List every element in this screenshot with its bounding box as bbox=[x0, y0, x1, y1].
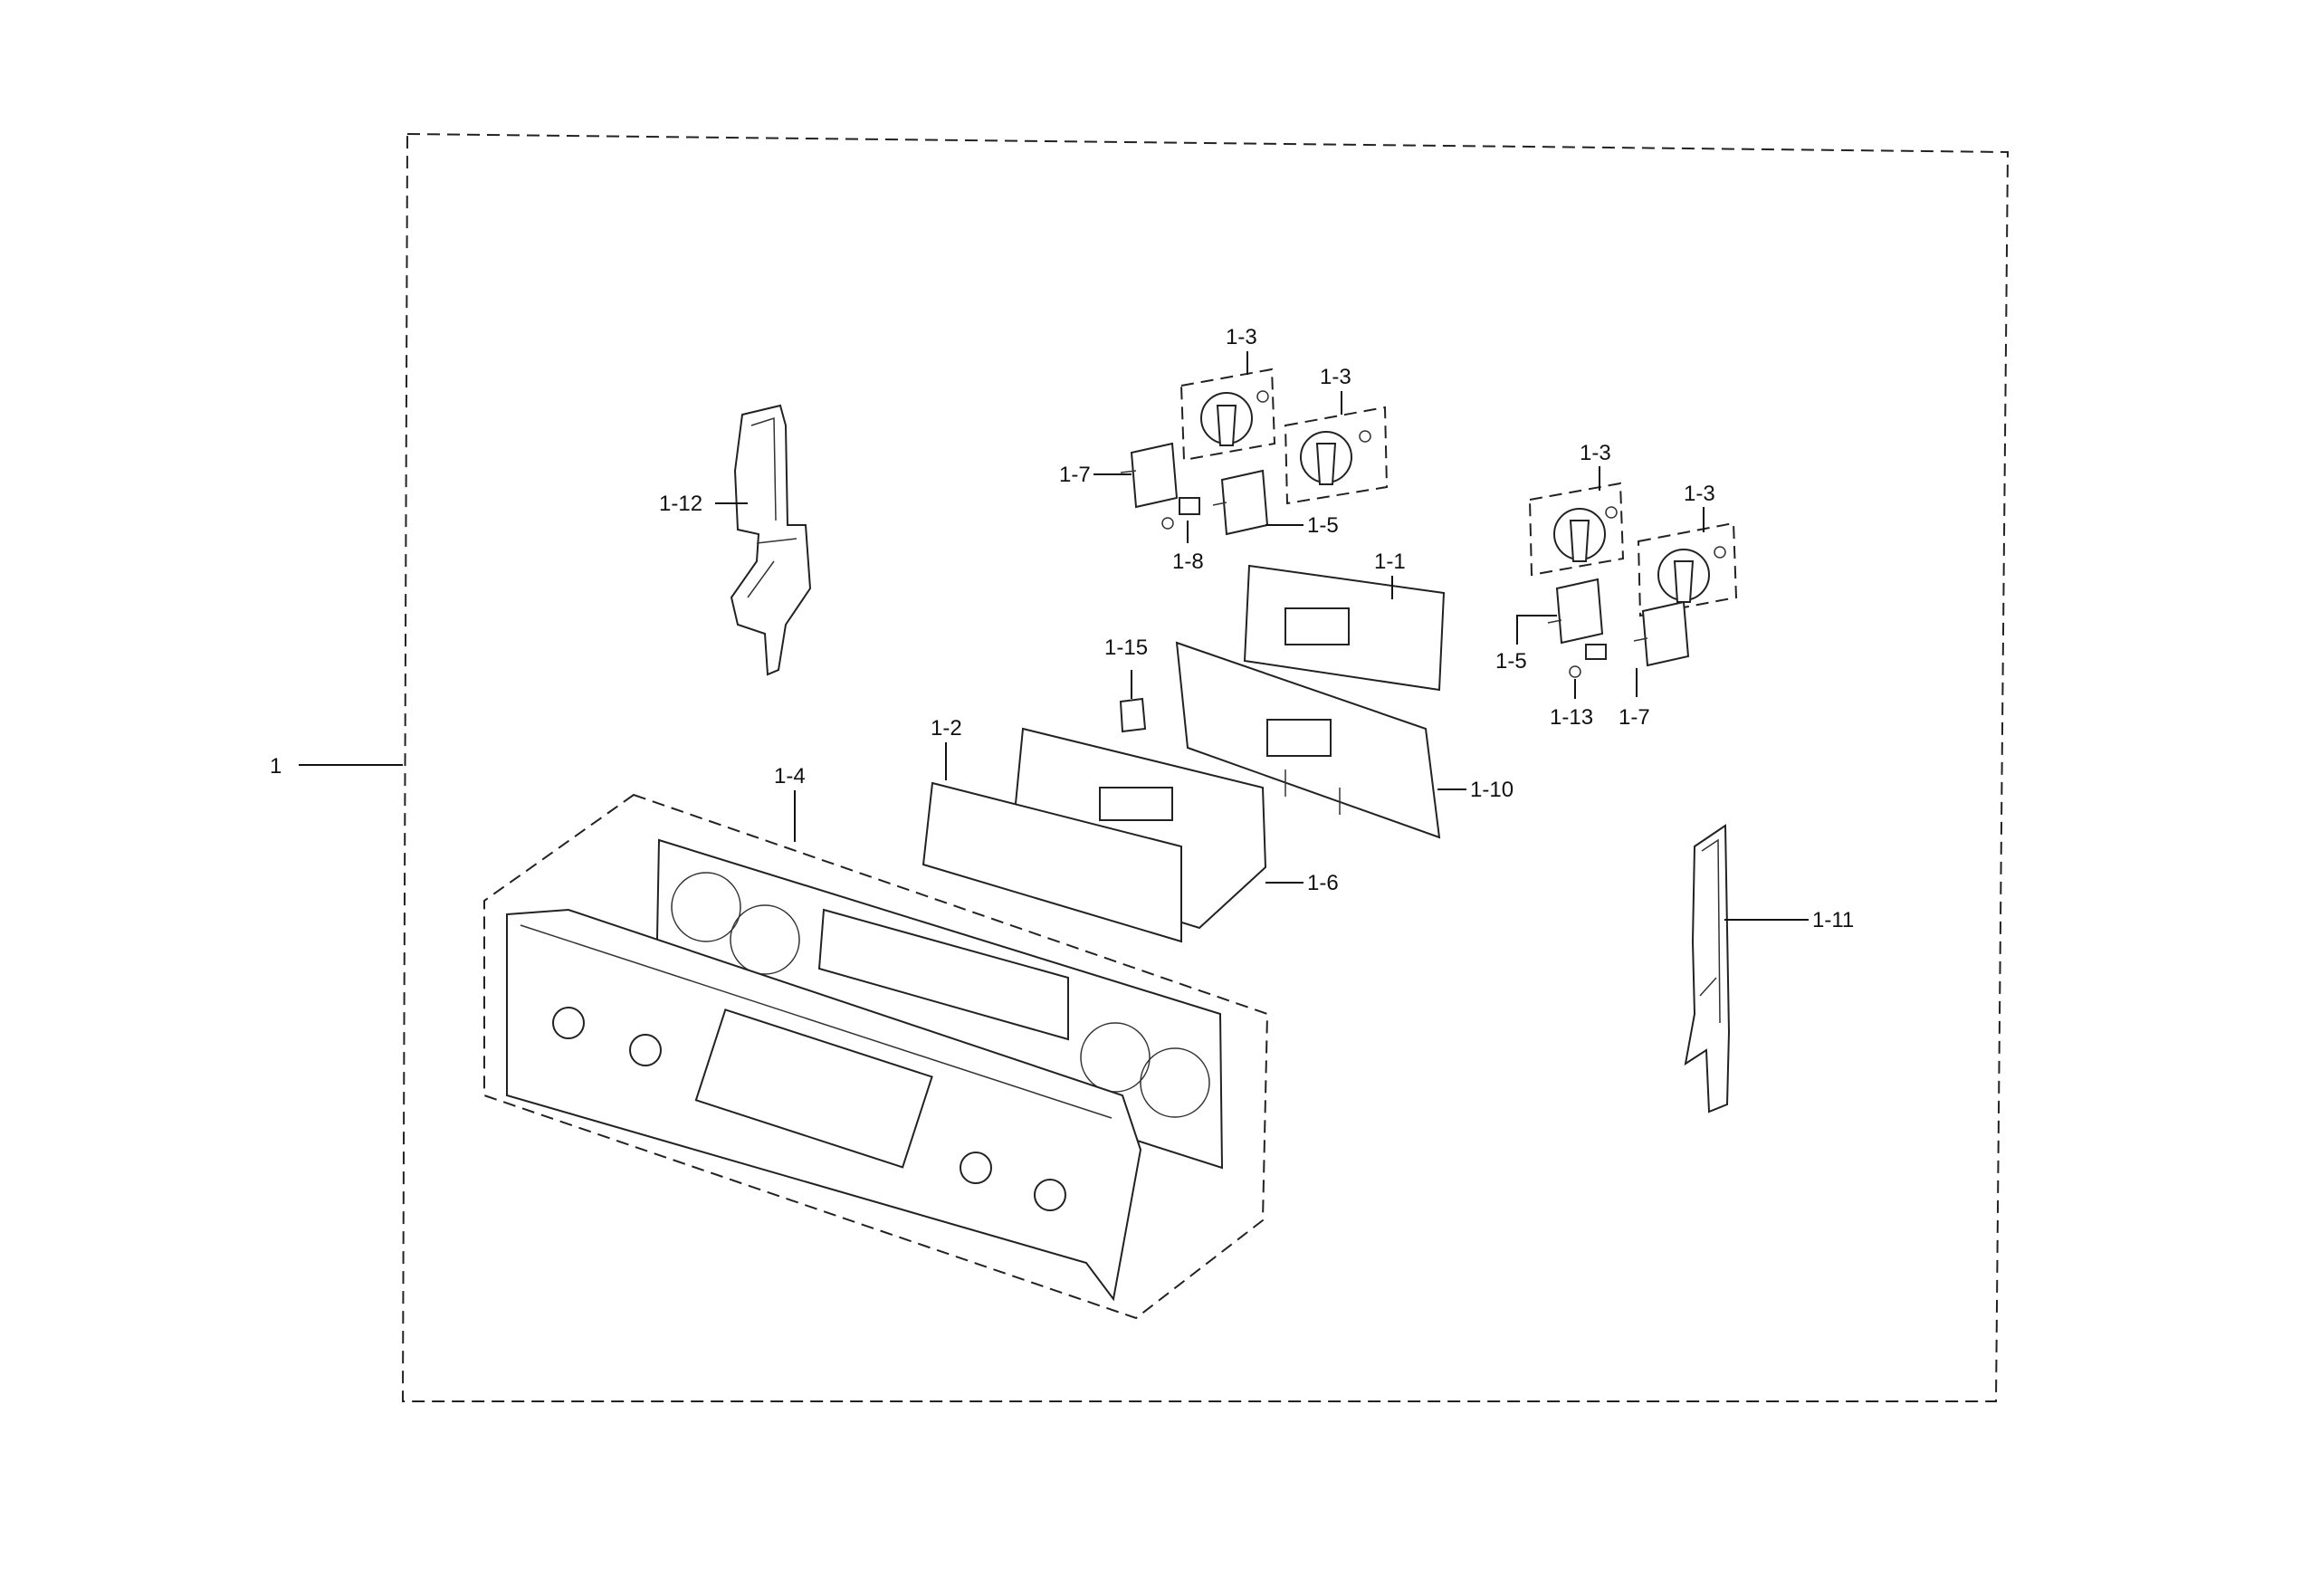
knob-assembly-1 bbox=[1179, 368, 1276, 462]
switch-right-1 bbox=[1547, 578, 1604, 645]
label-1-3a: 1-3 bbox=[1226, 325, 1257, 349]
label-assembly: 1 bbox=[270, 754, 282, 779]
small-part-1-13 bbox=[1569, 644, 1607, 678]
label-1-3c: 1-3 bbox=[1580, 441, 1611, 465]
label-1-7a: 1-7 bbox=[1059, 463, 1091, 487]
label-1-2: 1-2 bbox=[931, 716, 962, 741]
label-1-3d: 1-3 bbox=[1684, 482, 1715, 506]
bracket-right bbox=[1684, 824, 1731, 1113]
small-part-1-8 bbox=[1161, 497, 1200, 530]
label-1-12: 1-12 bbox=[659, 492, 702, 516]
bracket-left bbox=[730, 404, 812, 676]
label-1-1: 1-1 bbox=[1374, 550, 1406, 574]
label-1-10: 1-10 bbox=[1470, 778, 1514, 802]
glass-panel bbox=[922, 781, 1182, 943]
label-1-5a: 1-5 bbox=[1307, 513, 1339, 538]
label-1-13: 1-13 bbox=[1550, 705, 1593, 730]
control-panel-assembly bbox=[483, 793, 1269, 1320]
label-1-8: 1-8 bbox=[1172, 550, 1204, 574]
control-board bbox=[1243, 564, 1446, 692]
board-bracket bbox=[1175, 641, 1441, 839]
label-1-3b: 1-3 bbox=[1320, 365, 1351, 389]
assembly-boundary bbox=[401, 132, 2010, 1402]
clip-1-15 bbox=[1119, 697, 1147, 733]
label-1-5b: 1-5 bbox=[1495, 649, 1527, 674]
leader-1-5b bbox=[1516, 615, 1557, 645]
label-1-6: 1-6 bbox=[1307, 871, 1339, 895]
label-1-11: 1-11 bbox=[1812, 908, 1854, 932]
switch-right-2 bbox=[1633, 600, 1690, 667]
switch-center bbox=[1212, 469, 1269, 536]
label-1-7b: 1-7 bbox=[1619, 705, 1650, 730]
knob-assembly-3 bbox=[1528, 482, 1625, 577]
switch-left bbox=[1120, 442, 1179, 509]
label-1-15: 1-15 bbox=[1104, 636, 1148, 660]
label-1-4: 1-4 bbox=[774, 764, 806, 788]
knob-assembly-2 bbox=[1284, 406, 1389, 505]
knob-assembly-4 bbox=[1637, 521, 1738, 617]
